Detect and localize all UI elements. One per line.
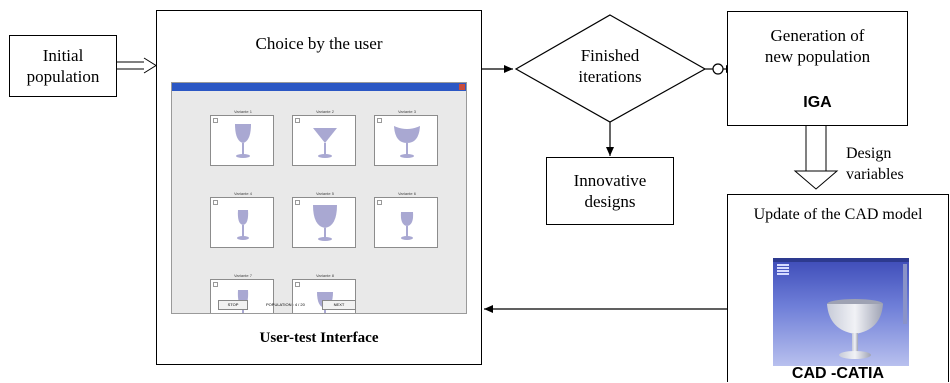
bowl-glass-icon [394, 126, 420, 158]
node-innovative-designs-label: Innovative designs [573, 171, 647, 211]
ui-check-icon [213, 282, 218, 287]
cad-titlebar [773, 258, 909, 262]
node-iga-label: IGA [803, 94, 832, 111]
ui-titlebar [172, 83, 466, 91]
arrow-initial-to-choice [117, 57, 157, 74]
arrow-generation-to-update [793, 126, 839, 190]
node-user-test-interface-label: User-test Interface [259, 330, 379, 346]
ui-variant-label: Variante 7 [234, 273, 252, 278]
ui-check-icon [295, 282, 300, 287]
ui-variant-label: Variante 5 [316, 191, 334, 196]
ui-variant-cell: Variante 5 [292, 191, 356, 248]
ui-variant-cell: Variante 3 [374, 109, 438, 166]
ui-variant-label: Variante 2 [316, 109, 334, 114]
wine-glass-icon [235, 124, 251, 158]
node-cad-catia-label: CAD -CATIA [791, 365, 885, 382]
cad-tree-panel [777, 264, 793, 278]
wine-glass-icon [237, 210, 249, 240]
node-initial-population-label: Initial population [26, 46, 100, 86]
node-choice-title: Choice by the user [255, 34, 383, 53]
cad-catia-screenshot [773, 258, 909, 366]
node-generation-label: Generation of new population [764, 26, 871, 66]
ui-variant-cell: Variante 1 [210, 109, 274, 166]
ui-check-icon [295, 118, 300, 123]
ui-check-icon [213, 118, 218, 123]
ui-population-status: POPULATION : 4 / 20 [266, 302, 305, 307]
ui-next-button[interactable]: NEXT [322, 300, 356, 310]
node-generation-iga: Generation of new population IGA [727, 11, 908, 126]
node-finished-iterations-label: Finished iterations [578, 46, 642, 86]
ui-check-icon [377, 200, 382, 205]
edge-label-design-variables: Design variables [846, 145, 904, 183]
cocktail-glass-icon [313, 128, 337, 158]
ui-stop-button[interactable]: STOP [218, 300, 248, 310]
node-innovative-designs: Innovative designs [546, 157, 674, 225]
user-test-interface-screenshot: Variante 1 Variante 2 Variante 3 Variant… [171, 82, 467, 314]
cad-toolbar [903, 264, 907, 324]
ui-variant-label: Variante 3 [398, 109, 416, 114]
ui-variant-cell: Variante 2 [292, 109, 356, 166]
goblet-icon [313, 205, 337, 241]
ui-variant-label: Variante 1 [234, 109, 252, 114]
ui-variant-label: Variante 8 [316, 273, 334, 278]
node-initial-population: Initial population [9, 35, 117, 97]
ui-variant-label: Variante 4 [234, 191, 252, 196]
ui-variant-cell: Variante 6 [374, 191, 438, 248]
ui-close-icon [459, 84, 465, 90]
ui-variant-label: Variante 6 [398, 191, 416, 196]
ui-check-icon [213, 200, 218, 205]
wine-glass-3d-icon [827, 299, 883, 359]
ui-check-icon [377, 118, 382, 123]
ui-variant-cell: Variante 4 [210, 191, 274, 248]
wine-glass-icon [400, 212, 414, 240]
node-update-cad-label: Update of the CAD model [753, 206, 923, 223]
ui-check-icon [295, 200, 300, 205]
